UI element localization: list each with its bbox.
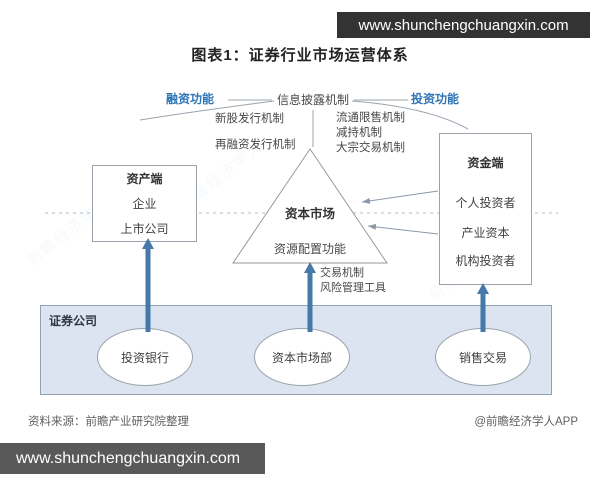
funding-to-market-arrows — [361, 190, 439, 235]
mechanism-label: 新股发行机制 — [215, 113, 284, 125]
funding-box-title: 资金端 — [467, 156, 504, 170]
investing-function-label: 投资功能 — [410, 92, 459, 106]
mechanism-label: 流通限售机制 — [336, 112, 405, 124]
bottom-url-watermark-bar: www.shunchengchuangxin.com — [0, 443, 265, 474]
bottom-url-text: www.shunchengchuangxin.com — [16, 449, 241, 467]
capital-market-title: 资本市场 — [284, 207, 335, 221]
chart-title: 图表1：证券行业市场运营体系 — [191, 47, 409, 64]
dept-label: 投资银行 — [120, 350, 169, 365]
credit-note: @前瞻经济学人APP — [474, 416, 578, 428]
asset-box-item: 企业 — [132, 197, 157, 211]
top-url-text: www.shunchengchuangxin.com — [358, 16, 569, 34]
dept-label: 资本市场部 — [271, 350, 332, 365]
top-connector-lines — [139, 99, 469, 147]
mechanism-label: 减持机制 — [336, 127, 382, 139]
securities-company-panel: 证券公司 投资银行 资本市场部 销售交易 — [40, 305, 552, 395]
funding-side-box: 资金端 个人投资者 产业资本 机构投资者 — [439, 133, 532, 285]
dept-ellipse-investment-banking: 投资银行 — [97, 328, 193, 386]
resource-allocation-label: 资源配置功能 — [273, 242, 346, 256]
asset-side-box: 资产端 企业 上市公司 — [92, 165, 197, 242]
asset-box-item: 上市公司 — [120, 222, 169, 236]
arrow-label: 风险管理工具 — [320, 282, 386, 294]
funding-box-item: 个人投资者 — [455, 196, 516, 210]
mechanism-label: 大宗交易机制 — [336, 142, 405, 154]
funding-box-item: 机构投资者 — [455, 254, 516, 268]
dept-ellipse-sales-trading: 销售交易 — [435, 328, 531, 386]
financing-function-label: 融资功能 — [165, 92, 214, 106]
asset-box-title: 资产端 — [126, 172, 163, 186]
source-note: 资料来源：前瞻产业研究院整理 — [28, 416, 189, 428]
top-url-watermark-bar: www.shunchengchuangxin.com — [337, 12, 590, 38]
info-disclosure-label: 信息披露机制 — [276, 93, 349, 107]
funding-box-item: 产业资本 — [461, 226, 510, 240]
dept-label: 销售交易 — [458, 350, 507, 365]
arrow-label: 交易机制 — [320, 267, 364, 279]
mechanism-label: 再融资发行机制 — [215, 139, 296, 151]
securities-company-title: 证券公司 — [49, 314, 98, 328]
dept-ellipse-capital-markets: 资本市场部 — [254, 328, 350, 386]
